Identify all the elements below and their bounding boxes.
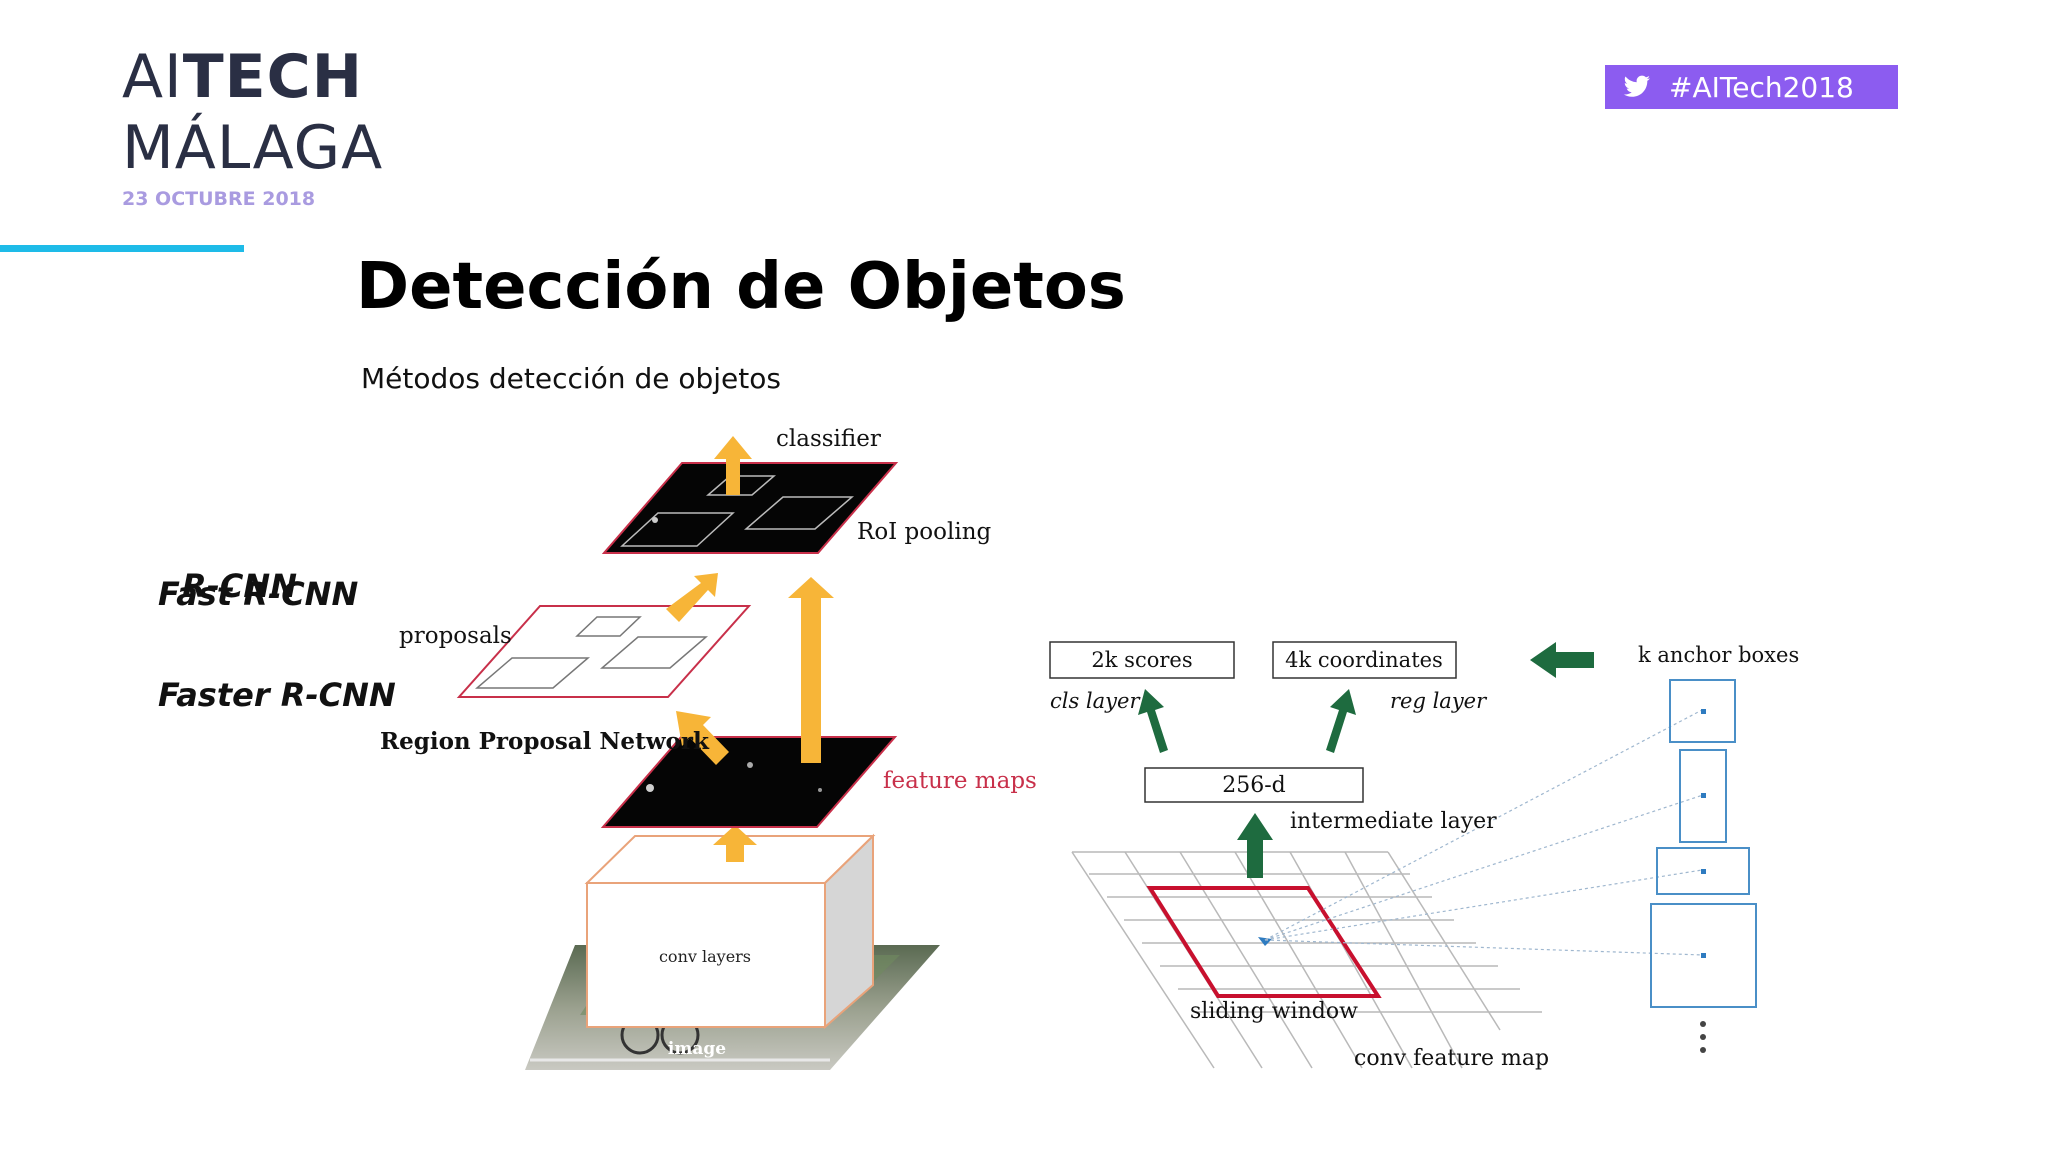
arrow-classifier (714, 436, 752, 495)
coordinates-box (1272, 641, 1457, 679)
arrow-to-reg (1326, 689, 1356, 753)
sliding-window (1146, 886, 1382, 998)
arrow-window-to-hidden (1237, 813, 1273, 878)
logo-ai: AI (122, 42, 183, 112)
slide-subtitle: Métodos detección de objetos (361, 362, 781, 395)
scores-label: 2k scores (1091, 648, 1192, 672)
hidden-256d-box (1144, 767, 1364, 803)
method-label-rcnn: R-CNN (182, 567, 297, 605)
proposals-layer: proposals (399, 605, 752, 698)
event-date: 23 OCTUBRE 2018 (122, 188, 316, 210)
more-anchors-ellipsis (1700, 1021, 1706, 1053)
anchor-boxes-label: k anchor boxes (1638, 643, 1799, 667)
scores-box (1049, 641, 1235, 679)
method-label-faster-rcnn: Faster R-CNN (158, 676, 396, 714)
window-center-point (1258, 937, 1272, 946)
accent-line (0, 245, 244, 252)
anchor-projection-lines (1264, 709, 1704, 956)
logo-tech: TECH (182, 42, 363, 112)
intermediate-layer-label: intermediate layer (1290, 809, 1497, 834)
arrow-to-cls (1138, 689, 1168, 753)
twitter-icon (1623, 75, 1650, 97)
anchor-box-4 (1650, 903, 1757, 1008)
conv-layers-block: conv layers (584, 833, 876, 1030)
hashtag-text: #AITech2018 (1669, 70, 1854, 104)
logo-city: MÁLAGA (122, 113, 384, 183)
classifier-label: classifier (776, 426, 881, 452)
anchor-boxes (1650, 679, 1757, 1008)
conv-feature-map-label: conv feature map (1354, 1046, 1549, 1071)
anchor-box-1 (1669, 679, 1736, 743)
image-label: image (668, 1039, 726, 1059)
anchor-box-2 (1679, 749, 1727, 843)
coordinates-label: 4k coordinates (1285, 648, 1443, 672)
conv-feature-map-grid (1071, 851, 1542, 1069)
anchor-box-3 (1656, 847, 1750, 895)
anchor-centers (1701, 709, 1706, 958)
arrow-proposals-to-roi (666, 573, 718, 622)
hashtag-badge: #AITech2018 (1605, 65, 1898, 109)
slide-title: Detección de Objetos (356, 250, 1126, 324)
event-logo: AITECH MÁLAGA 23 OCTUBRE 2018 (122, 40, 383, 210)
proposals-label: proposals (399, 623, 512, 649)
roi-pooling-layer: RoI pooling (601, 462, 992, 554)
method-label-fast-rcnn: Fast R-CNN (158, 575, 359, 613)
roi-pooling-label: RoI pooling (857, 519, 992, 545)
conv-layers-label: conv layers (659, 947, 751, 966)
reg-layer-label: reg layer (1390, 689, 1488, 713)
sliding-window-label: sliding window (1190, 999, 1358, 1024)
arrow-conv-to-features (713, 825, 757, 862)
logo-title: AITECH (122, 40, 383, 114)
cls-layer-label: cls layer (1050, 689, 1141, 713)
arrow-rpn (676, 711, 729, 765)
hidden-256d-label: 256-d (1222, 773, 1286, 798)
feature-maps-label: feature maps (883, 768, 1037, 794)
arrow-features-to-roi (788, 577, 834, 763)
arrow-anchors-to-outputs (1530, 642, 1594, 678)
rpn-label: Region Proposal Network (380, 728, 710, 755)
feature-maps-layer: feature maps (600, 736, 1037, 828)
